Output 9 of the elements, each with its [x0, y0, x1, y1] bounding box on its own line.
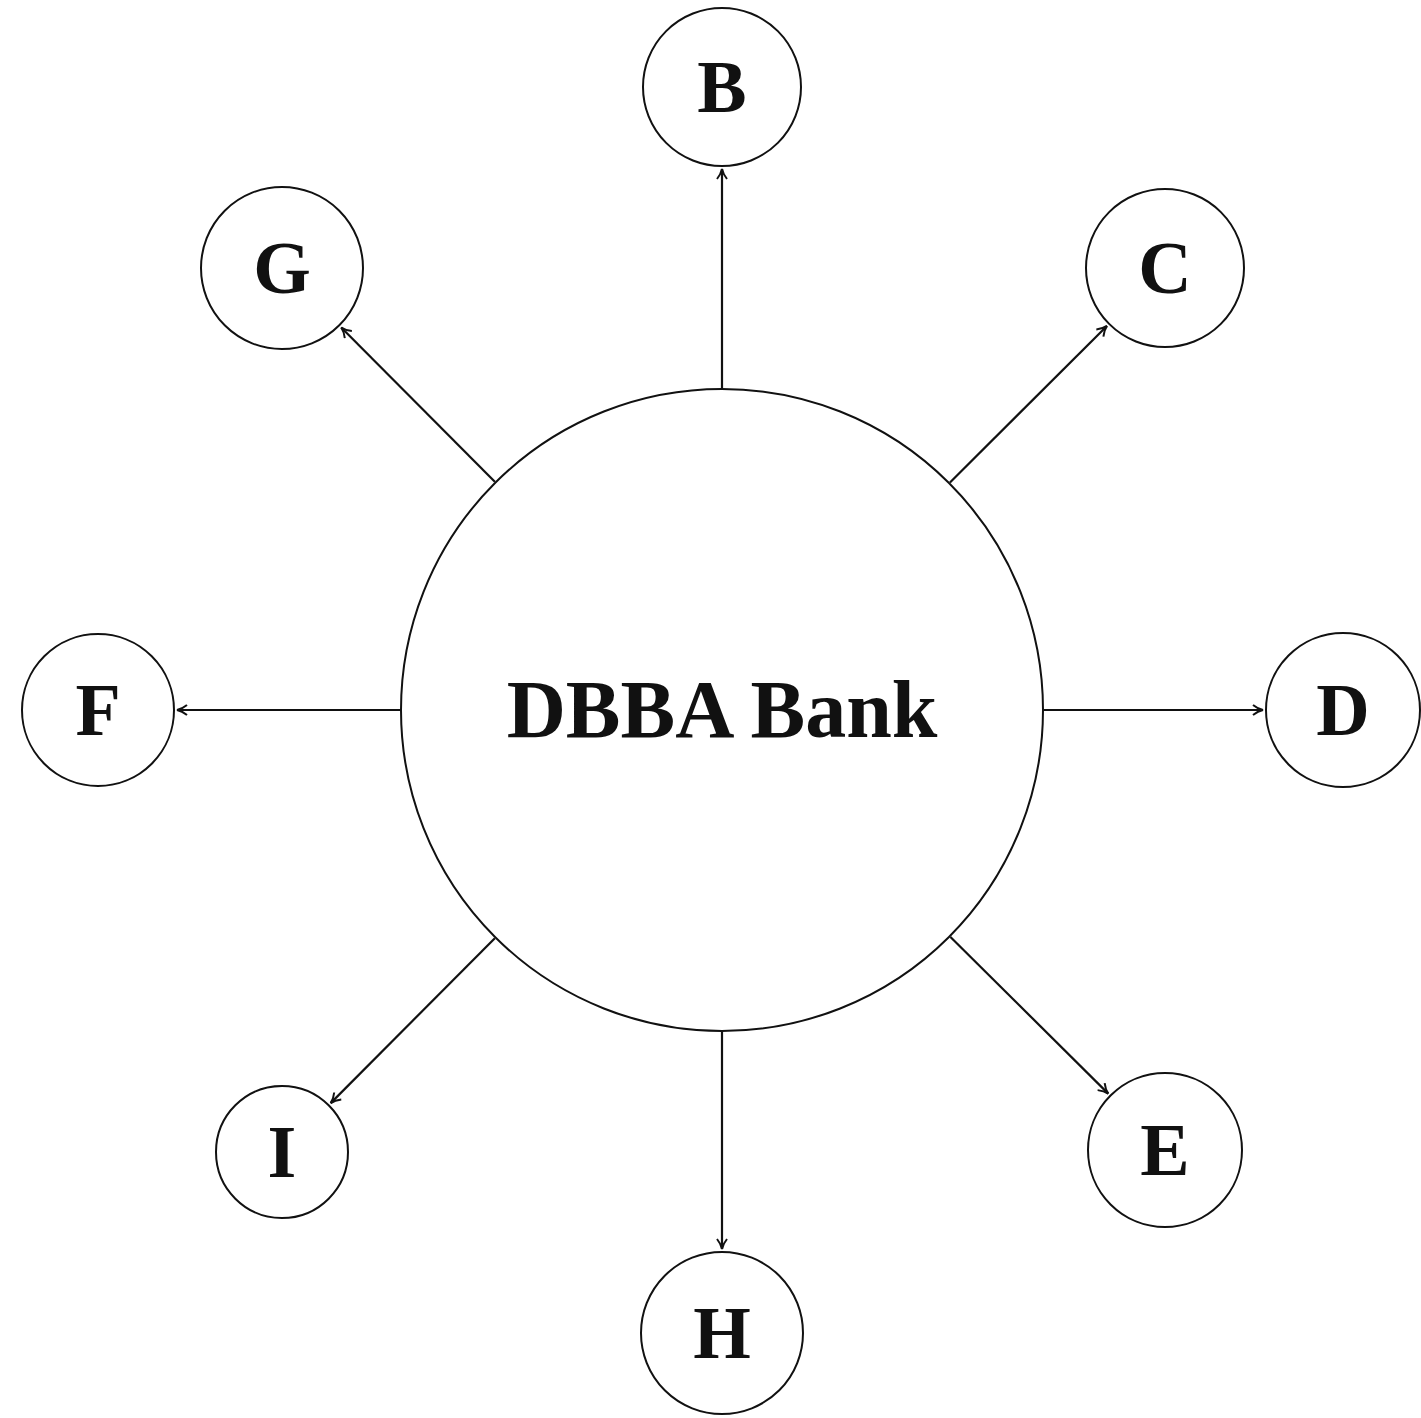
node-label: D	[1316, 673, 1370, 747]
node-label: I	[267, 1115, 297, 1189]
node-label: E	[1140, 1113, 1190, 1187]
node-label: C	[1138, 231, 1192, 305]
node-label: G	[253, 231, 311, 305]
node-label: F	[75, 673, 121, 747]
node-label: DBBA Bank	[506, 669, 938, 751]
node-label: B	[697, 50, 747, 124]
node-label: H	[693, 1296, 751, 1370]
